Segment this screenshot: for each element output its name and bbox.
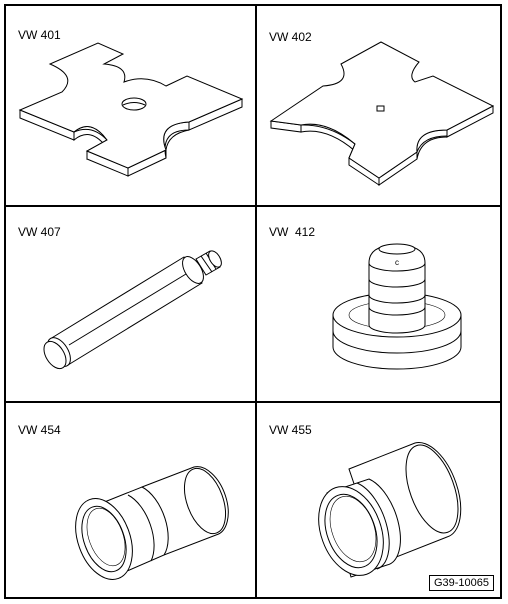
tool-label: VW 407 xyxy=(18,225,61,239)
flat-cross-plate-with-square-hole-icon xyxy=(269,41,495,186)
long-drift-pin-icon xyxy=(43,250,222,370)
tool-cell-vw401: VW 401 xyxy=(6,6,255,205)
tool-cell-vw407: VW 407 xyxy=(6,207,255,401)
grid-divider-row-1 xyxy=(6,205,500,207)
tool-cell-vw402: VW 402 xyxy=(257,6,502,205)
large-stepped-sleeve-icon xyxy=(318,442,462,578)
stepped-sleeve-icon xyxy=(75,466,229,580)
flat-cross-plate-with-round-hole-icon xyxy=(18,42,244,177)
tool-label: VW 455 xyxy=(269,423,312,437)
figure-reference: G39-10065 xyxy=(428,575,494,591)
grid-divider-row-2 xyxy=(6,401,500,403)
tool-label: VW 402 xyxy=(269,30,312,44)
pressing-tool-with-flange-icon: c xyxy=(332,243,462,370)
tool-label: VW 412 xyxy=(269,225,316,239)
tool-sheet: VW 401 VW 402 xyxy=(4,4,502,599)
tool-label: VW 401 xyxy=(18,28,61,42)
grid-divider-vertical xyxy=(255,6,257,597)
tool-cell-vw412: VW 412 c xyxy=(257,207,502,401)
tool-label: VW 454 xyxy=(18,423,61,437)
tool-cell-vw454: VW 454 xyxy=(6,403,255,597)
tool-cell-vw455: VW 455 xyxy=(257,403,502,597)
svg-text:c: c xyxy=(395,258,399,267)
